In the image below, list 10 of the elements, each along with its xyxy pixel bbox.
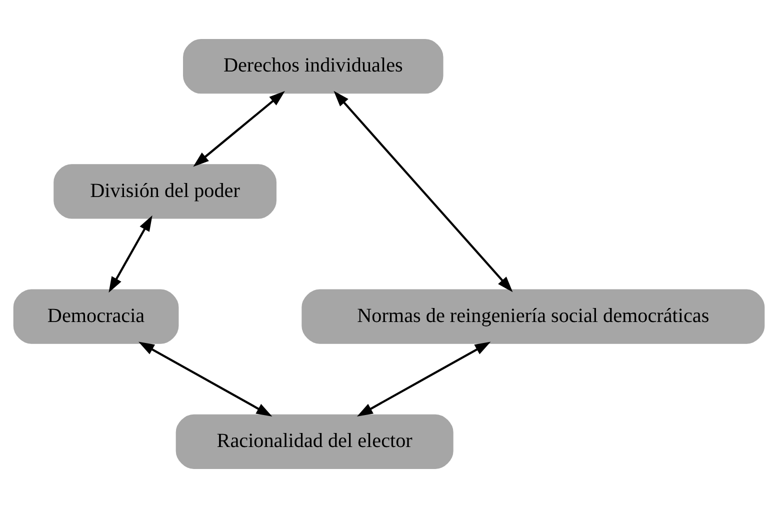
node-box: Derechos individuales bbox=[183, 39, 444, 94]
arrow bbox=[138, 342, 272, 416]
arrow bbox=[334, 90, 513, 292]
node-box: Democracia bbox=[13, 289, 179, 344]
arrow bbox=[356, 342, 491, 416]
arrow bbox=[108, 215, 152, 293]
node-box: División del poder bbox=[54, 164, 276, 219]
node-box: Normas de reingeniería social democráticas bbox=[302, 289, 765, 344]
node-box: Racionalidad del elector bbox=[176, 414, 454, 469]
arrow bbox=[193, 91, 285, 167]
